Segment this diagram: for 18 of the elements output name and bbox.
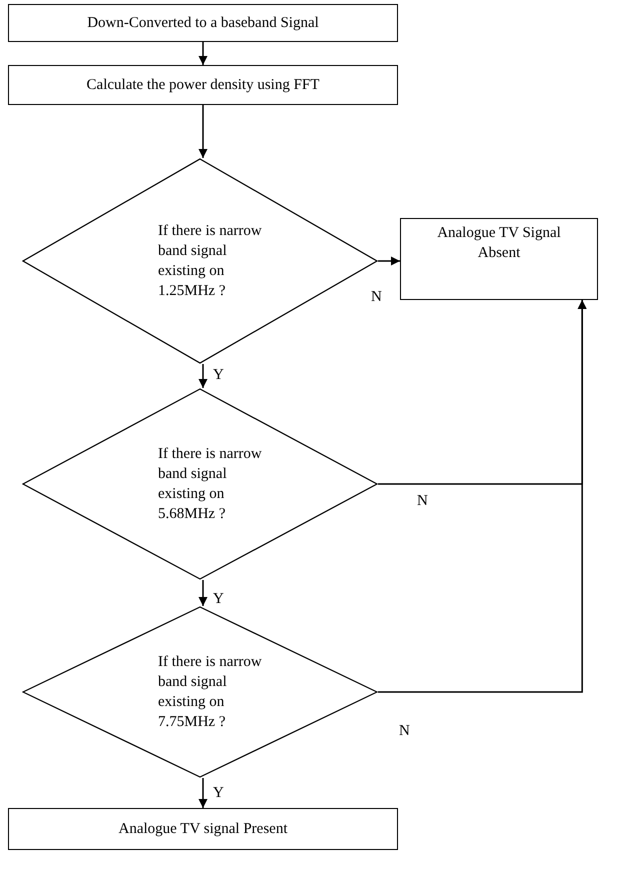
box-text: Calculate the power density using FFT <box>86 76 320 95</box>
box-text: Down-Converted to a baseband Signal <box>87 14 319 33</box>
box-text: Analogue TV Signal Absent <box>436 224 562 263</box>
decision-text: If there is narrow band signal existing on 5.68MHz ? <box>158 445 263 524</box>
arrow <box>198 42 208 65</box>
decision-text: If there is narrow band signal existing on 7.75MHz ? <box>158 653 263 732</box>
decision-text: If there is narrow band signal existing on 1.25MHz ? <box>158 222 263 301</box>
arrow <box>198 778 208 808</box>
arrow <box>198 580 208 606</box>
arrow <box>198 364 208 388</box>
process-box <box>400 218 598 300</box>
arrow <box>198 105 208 158</box>
box-text: Analogue TV signal Present <box>118 820 288 839</box>
process-box <box>8 808 398 850</box>
arrow <box>378 256 400 266</box>
process-box <box>8 65 398 105</box>
arrow <box>378 300 587 693</box>
process-box <box>8 4 398 42</box>
